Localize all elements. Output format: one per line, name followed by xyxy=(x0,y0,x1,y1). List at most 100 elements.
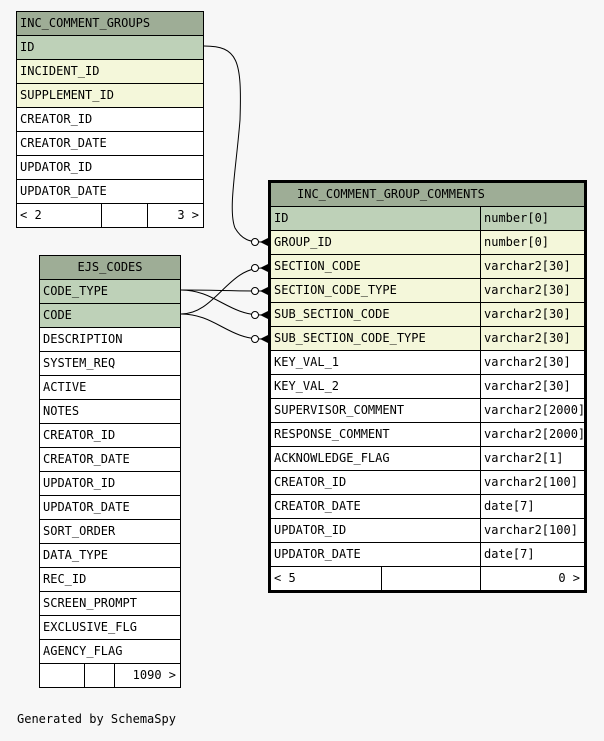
footer-parents-count[interactable]: < 5 xyxy=(274,571,296,585)
column-row[interactable]: ACTIVE xyxy=(40,376,180,400)
link-crowfoot xyxy=(260,310,270,320)
column-name: CREATOR_ID xyxy=(20,112,93,126)
column-name: DATA_TYPE xyxy=(43,548,109,562)
table-footer: 1090 > xyxy=(40,664,180,687)
footer-parents-count xyxy=(40,664,84,687)
column-name: SCREEN_PROMPT xyxy=(43,596,137,610)
table-title: INC_COMMENT_GROUPS xyxy=(17,12,203,36)
column-type: date[7] xyxy=(480,495,584,518)
column-name: SUPERVISOR_COMMENT xyxy=(274,403,405,417)
table-title: INC_COMMENT_GROUP_COMMENTS xyxy=(271,183,584,207)
column-name: SYSTEM_REQ xyxy=(43,356,116,370)
column-row[interactable]: SUPPLEMENT_ID xyxy=(17,84,203,108)
column-row[interactable]: SORT_ORDER xyxy=(40,520,180,544)
column-row[interactable]: CODE_TYPE xyxy=(40,280,180,304)
column-name: ID xyxy=(274,211,289,225)
column-row[interactable]: ACKNOWLEDGE_FLAG varchar2[1] xyxy=(271,447,584,471)
footer-children-count[interactable]: 0 > xyxy=(480,567,584,590)
column-row[interactable]: UPDATOR_ID xyxy=(40,472,180,496)
column-row[interactable]: SCREEN_PROMPT xyxy=(40,592,180,616)
column-type: varchar2[2000] xyxy=(480,423,584,446)
column-name: UPDATOR_ID xyxy=(20,160,93,174)
column-name: CODE_TYPE xyxy=(43,284,109,298)
column-row[interactable]: EXCLUSIVE_FLG xyxy=(40,616,180,640)
column-name: UPDATOR_DATE xyxy=(274,547,361,561)
column-row[interactable]: AGENCY_FLAG xyxy=(40,640,180,664)
column-row[interactable]: SECTION_CODE varchar2[30] xyxy=(271,255,584,279)
link-end-circle xyxy=(251,264,259,272)
column-row[interactable]: KEY_VAL_1 varchar2[30] xyxy=(271,351,584,375)
column-row[interactable]: CREATOR_DATE xyxy=(40,448,180,472)
column-row[interactable]: UPDATOR_DATE xyxy=(40,496,180,520)
column-name: GROUP_ID xyxy=(274,235,332,249)
column-name: CREATOR_ID xyxy=(43,428,116,442)
column-name: ACKNOWLEDGE_FLAG xyxy=(274,451,390,465)
column-row[interactable]: REC_ID xyxy=(40,568,180,592)
column-row[interactable]: CODE xyxy=(40,304,180,328)
column-row[interactable]: UPDATOR_ID xyxy=(17,156,203,180)
column-name: RESPONSE_COMMENT xyxy=(274,427,390,441)
footer-parents-count[interactable]: < 2 xyxy=(20,208,42,222)
column-row[interactable]: UPDATOR_DATE date[7] xyxy=(271,543,584,567)
column-row[interactable]: DESCRIPTION xyxy=(40,328,180,352)
column-name: UPDATOR_DATE xyxy=(20,184,107,198)
column-name: CREATOR_ID xyxy=(274,475,347,489)
column-name: INCIDENT_ID xyxy=(20,64,100,78)
column-name: UPDATOR_ID xyxy=(274,523,347,537)
column-row[interactable]: CREATOR_DATE xyxy=(17,132,203,156)
column-name: SORT_ORDER xyxy=(43,524,116,538)
column-row[interactable]: CREATOR_ID varchar2[100] xyxy=(271,471,584,495)
column-type: number[0] xyxy=(480,231,584,254)
table-inc-comment-groups[interactable]: INC_COMMENT_GROUPS ID INCIDENT_ID SUPPLEME… xyxy=(16,11,204,228)
column-type: varchar2[1] xyxy=(480,447,584,470)
column-row[interactable]: GROUP_ID number[0] xyxy=(271,231,584,255)
column-type: varchar2[30] xyxy=(480,327,584,350)
column-row[interactable]: NOTES xyxy=(40,400,180,424)
footer-cell xyxy=(84,664,114,687)
link-end-circle xyxy=(251,238,259,246)
column-name: EXCLUSIVE_FLG xyxy=(43,620,137,634)
column-type: varchar2[30] xyxy=(480,279,584,302)
column-name: SECTION_CODE_TYPE xyxy=(274,283,397,297)
column-type: varchar2[30] xyxy=(480,255,584,278)
link-end-circle xyxy=(251,311,259,319)
link-crowfoot xyxy=(260,286,270,296)
link-sub-section-code xyxy=(180,289,263,316)
column-type: varchar2[100] xyxy=(480,471,584,494)
column-name: CREATOR_DATE xyxy=(20,136,107,150)
footer-children-count[interactable]: 3 > xyxy=(147,204,203,227)
table-footer: < 2 3 > xyxy=(17,204,203,227)
column-name: SUB_SECTION_CODE xyxy=(274,307,390,321)
column-row[interactable]: UPDATOR_DATE xyxy=(17,180,203,204)
column-name: KEY_VAL_1 xyxy=(274,355,340,369)
column-name: ID xyxy=(20,40,35,54)
column-type: date[7] xyxy=(480,543,584,566)
column-row[interactable]: CREATOR_ID xyxy=(40,424,180,448)
footer-children-count[interactable]: 1090 > xyxy=(114,664,180,687)
column-row[interactable]: ID xyxy=(17,36,203,60)
column-name: NOTES xyxy=(43,404,80,418)
column-type: varchar2[30] xyxy=(480,351,584,374)
column-row[interactable]: SECTION_CODE_TYPE varchar2[30] xyxy=(271,279,584,303)
link-crowfoot xyxy=(260,334,270,344)
column-row[interactable]: RESPONSE_COMMENT varchar2[2000] xyxy=(271,423,584,447)
column-row[interactable]: DATA_TYPE xyxy=(40,544,180,568)
footer-cell xyxy=(101,204,147,227)
column-name: CREATOR_DATE xyxy=(43,452,130,466)
column-name: SECTION_CODE xyxy=(274,259,361,273)
column-type: varchar2[30] xyxy=(480,375,584,398)
column-row[interactable]: SYSTEM_REQ xyxy=(40,352,180,376)
column-name: UPDATOR_DATE xyxy=(43,500,130,514)
column-row[interactable]: CREATOR_ID xyxy=(17,108,203,132)
column-row[interactable]: INCIDENT_ID xyxy=(17,60,203,84)
